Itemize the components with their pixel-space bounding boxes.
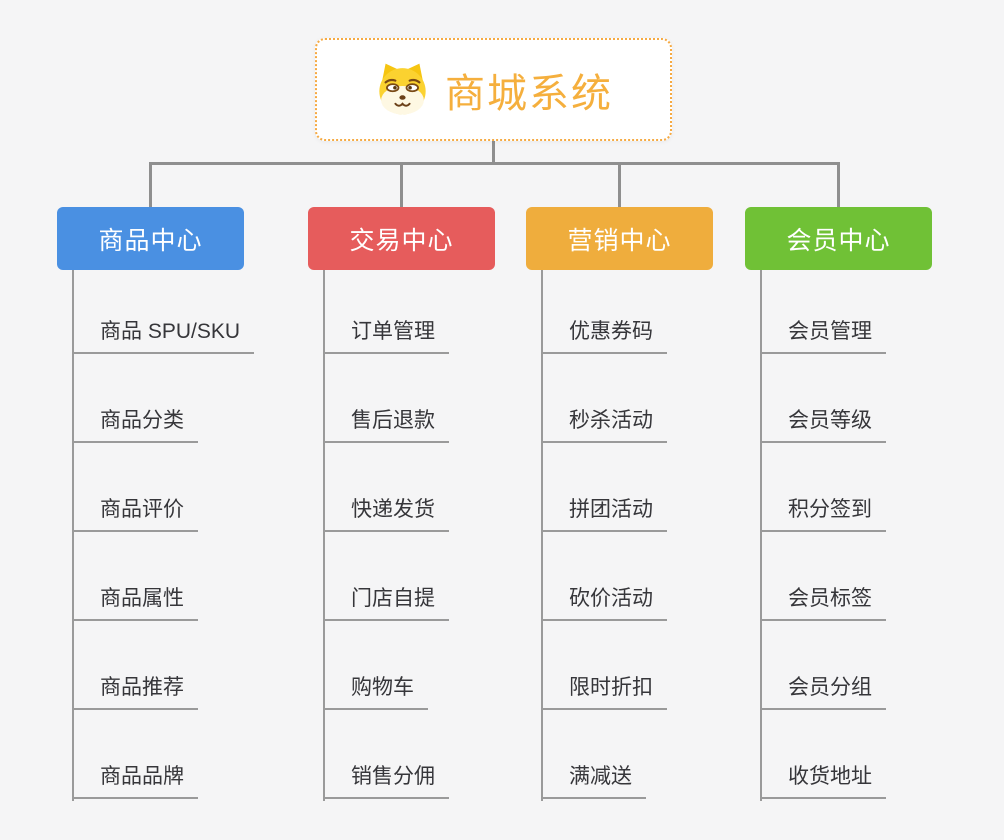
connector-drop xyxy=(149,162,152,210)
child-node[interactable]: 销售分佣 xyxy=(323,761,449,799)
branch-node-product-center[interactable]: 商品中心 xyxy=(57,207,244,270)
child-node[interactable]: 砍价活动 xyxy=(541,583,667,621)
connector-horizontal xyxy=(149,162,840,165)
branch-trunk-line xyxy=(323,270,325,801)
child-node[interactable]: 限时折扣 xyxy=(541,672,667,710)
child-node[interactable]: 订单管理 xyxy=(323,316,449,354)
child-node[interactable]: 售后退款 xyxy=(323,405,449,443)
child-node[interactable]: 会员管理 xyxy=(760,316,886,354)
root-node[interactable]: 商城系统 xyxy=(315,38,672,141)
child-node[interactable]: 会员等级 xyxy=(760,405,886,443)
root-title: 商城系统 xyxy=(445,71,613,116)
child-node[interactable]: 收货地址 xyxy=(760,761,886,799)
child-node[interactable]: 秒杀活动 xyxy=(541,405,667,443)
child-node[interactable]: 满减送 xyxy=(541,761,646,799)
branch-trunk-line xyxy=(541,270,543,801)
child-node[interactable]: 商品分类 xyxy=(72,405,198,443)
connector-drop xyxy=(618,162,621,210)
child-node[interactable]: 快递发货 xyxy=(323,494,449,532)
dog-face-icon xyxy=(374,61,431,118)
connector-root-stub xyxy=(492,140,495,165)
child-node[interactable]: 商品推荐 xyxy=(72,672,198,710)
branch-trunk-line xyxy=(760,270,762,801)
branch-node-marketing-center[interactable]: 营销中心 xyxy=(526,207,713,270)
child-node[interactable]: 商品属性 xyxy=(72,583,198,621)
child-node[interactable]: 会员分组 xyxy=(760,672,886,710)
connector-drop xyxy=(837,162,840,210)
child-node[interactable]: 会员标签 xyxy=(760,583,886,621)
child-node[interactable]: 购物车 xyxy=(323,672,428,710)
child-node[interactable]: 门店自提 xyxy=(323,583,449,621)
branch-trunk-line xyxy=(72,270,74,801)
child-node[interactable]: 商品评价 xyxy=(72,494,198,532)
child-node[interactable]: 商品 SPU/SKU xyxy=(72,316,255,354)
child-node[interactable]: 优惠券码 xyxy=(541,316,667,354)
child-node[interactable]: 拼团活动 xyxy=(541,494,667,532)
child-node[interactable]: 商品品牌 xyxy=(72,761,198,799)
branch-node-member-center[interactable]: 会员中心 xyxy=(745,207,932,270)
branch-node-trade-center[interactable]: 交易中心 xyxy=(308,207,495,270)
connector-drop xyxy=(400,162,403,210)
child-node[interactable]: 积分签到 xyxy=(760,494,886,532)
